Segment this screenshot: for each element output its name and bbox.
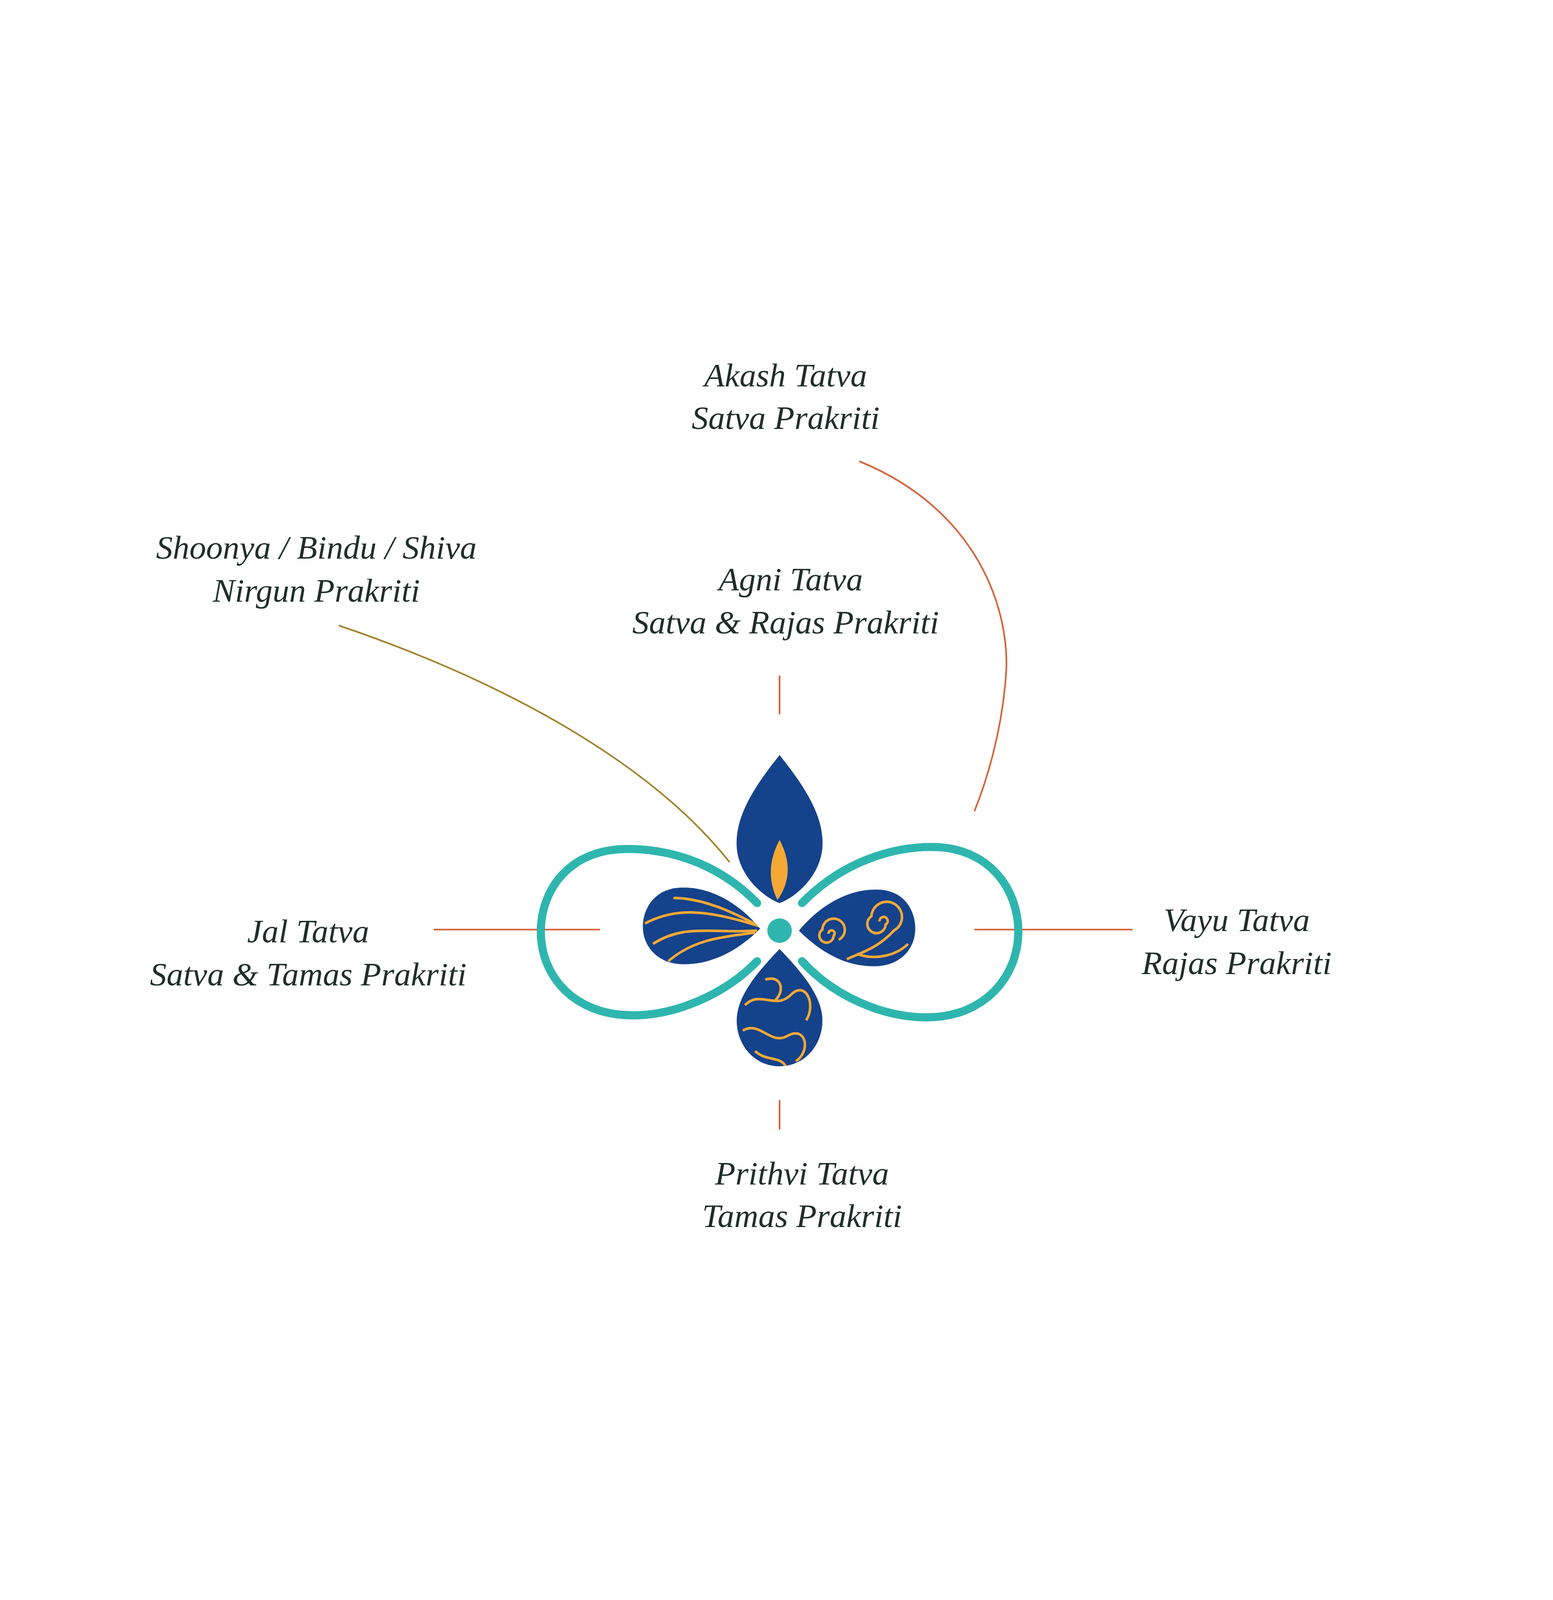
prakriti-name: Nirgun Prakriti <box>212 571 420 610</box>
jal-petal <box>643 887 761 965</box>
squiggle-pattern <box>742 978 810 1067</box>
leader-line <box>339 625 730 863</box>
bindu-dot <box>767 918 793 943</box>
element-name: Agni Tatva <box>718 560 863 599</box>
prakriti-name: Satva & Rajas Prakriti <box>632 603 940 642</box>
prakriti-name: Tamas Prakriti <box>702 1197 903 1236</box>
prithvi-petal <box>736 948 823 1067</box>
flame <box>770 839 788 900</box>
element-name: Vayu Tatva <box>1163 901 1310 940</box>
leader-line <box>778 675 781 715</box>
wave-pattern <box>644 898 760 962</box>
vayu-petal <box>799 889 916 967</box>
element-name: Akash Tatva <box>704 356 868 395</box>
leader-line <box>433 928 600 931</box>
leader-line <box>778 1099 781 1130</box>
element-name: Prithvi Tatva <box>715 1154 889 1193</box>
prakriti-name: Satva Prakriti <box>691 399 880 438</box>
element-name: Shoonya / Bindu / Shiva <box>156 528 477 568</box>
swirl-pattern <box>819 901 909 960</box>
agni-petal <box>736 754 823 903</box>
element-name: Jal Tatva <box>246 912 370 951</box>
prakriti-name: Satva & Tamas Prakriti <box>149 955 467 994</box>
prakriti-name: Rajas Prakriti <box>1141 943 1332 983</box>
leader-line <box>974 928 1133 931</box>
